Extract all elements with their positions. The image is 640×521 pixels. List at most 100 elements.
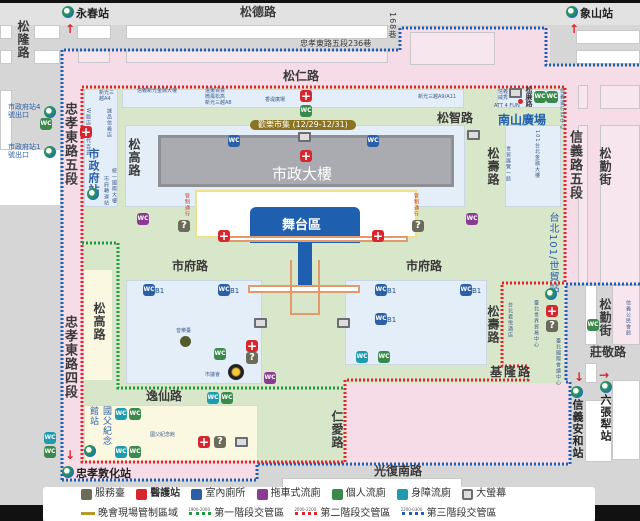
road-songgao: 松高路 (92, 302, 106, 341)
floor-label: B1 (230, 287, 240, 295)
medical-icon[interactable] (546, 305, 558, 317)
floor-label: B1 (387, 316, 397, 324)
personal-wc-icon[interactable] (300, 105, 312, 117)
trailer-wc-icon[interactable] (466, 213, 478, 225)
road-shifu: 市府路 (406, 259, 443, 273)
service-desk-icon[interactable] (546, 320, 558, 332)
road-songshou: 松壽路 (486, 147, 500, 186)
phase2-zone (345, 380, 570, 465)
personal-wc-icon[interactable] (221, 392, 233, 404)
place-era: 時代百貨 (85, 132, 91, 156)
road-zhuangjing: 莊敬路 (590, 345, 627, 359)
medical-icon[interactable] (372, 230, 384, 242)
personal-wc-icon[interactable] (546, 91, 558, 103)
indoor-wc-icon[interactable] (460, 284, 472, 296)
service-desk-icon[interactable] (412, 220, 424, 232)
personal-wc-icon[interactable] (378, 351, 390, 363)
block (34, 25, 60, 39)
accessible-wc-icon[interactable] (356, 351, 368, 363)
service-desk-icon[interactable] (246, 352, 258, 364)
stage-runway (298, 240, 312, 290)
indoor-wc-icon[interactable] (375, 313, 387, 325)
place-vieshow: 信義威秀 (498, 89, 509, 101)
service-desk-icon[interactable] (178, 220, 190, 232)
medical-icon[interactable] (300, 90, 312, 102)
block (585, 400, 612, 462)
metro-icon (600, 381, 612, 393)
block (585, 363, 597, 383)
station-liuzhangli[interactable]: 六張犁站 (599, 394, 612, 442)
indoor-wc-icon[interactable] (375, 284, 387, 296)
big-screen-icon (254, 318, 267, 328)
accessible-wc-icon[interactable] (207, 392, 219, 404)
road-shifu: 市府路 (172, 259, 209, 273)
station-sun-yat-sen[interactable]: 國父紀念館站 (88, 406, 111, 446)
metro-icon (44, 146, 56, 158)
station-xinyi-anhe[interactable]: 信義安和站 (571, 399, 584, 459)
road-songqin: 松勤街 (598, 147, 612, 186)
block (410, 32, 495, 65)
big-screen-icon (337, 318, 350, 328)
controlled-passage: 管制通行 (184, 193, 190, 217)
place-city-hall-building: 市政大樓 (272, 165, 333, 183)
medical-icon[interactable] (80, 126, 92, 138)
indoor-wc-icon[interactable] (367, 135, 379, 147)
station-taipei101[interactable]: 台北101/世貿站 (547, 212, 558, 294)
station-zhongxiao-dunhua[interactable]: 忠孝敦化站 (76, 467, 131, 480)
shopping-block (122, 89, 464, 108)
bottom-edge (595, 505, 640, 521)
songgao-block (84, 270, 112, 380)
personal-wc-icon[interactable] (40, 118, 52, 130)
station-city-hall[interactable]: 市政府站 (87, 148, 100, 196)
place-ticc: 臺北國際會議中心 (555, 338, 561, 386)
trailer-wc-icon[interactable] (137, 213, 149, 225)
station-city-hall-4[interactable]: 市政府站4號出口 (8, 103, 41, 119)
personal-wc-icon[interactable] (587, 319, 599, 331)
exit-arrow-icon: ↑ (65, 22, 76, 36)
big-screen-icon (467, 130, 480, 140)
road-songshou: 松壽路 (486, 305, 500, 344)
station-yongchun[interactable]: 永春站 (76, 7, 109, 20)
place-civic-hall: 信義公民會館 (625, 300, 631, 336)
trailer-wc-icon[interactable] (264, 372, 276, 384)
accessible-wc-icon[interactable] (115, 446, 127, 458)
phase2-boundary (80, 85, 567, 464)
legend-personal-wc: 個人流廁 (331, 488, 386, 500)
block (126, 25, 388, 39)
medical-icon[interactable] (218, 230, 230, 242)
medical-icon[interactable] (246, 340, 258, 352)
personal-wc-icon[interactable] (44, 446, 56, 458)
place-shin-kong-financial: 信義新光金融大樓 (137, 88, 178, 94)
block (0, 150, 60, 205)
road-songgao: 松高路 (127, 138, 141, 177)
indoor-wc-icon[interactable] (218, 284, 230, 296)
personal-wc-icon[interactable] (214, 348, 226, 360)
fireworks-icon (228, 364, 244, 380)
metro-icon (566, 6, 578, 18)
medical-icon[interactable] (198, 436, 210, 448)
indoor-wc-icon[interactable] (228, 135, 240, 147)
music-stage-icon (180, 336, 191, 347)
personal-wc-icon[interactable] (534, 91, 546, 103)
place-skm-a8: 遠東百貨 微風松高 新光三越A8 (205, 88, 232, 106)
road-yixian: 逸仙路 (146, 389, 183, 403)
block (0, 50, 12, 64)
service-desk-icon[interactable] (214, 436, 226, 448)
station-xiangshan[interactable]: 象山站 (580, 7, 613, 20)
legend-control-area: 晚會現場管制區域 (81, 508, 178, 520)
accessible-wc-icon[interactable] (115, 408, 127, 420)
marker-icon (518, 99, 523, 104)
personal-wc-icon[interactable] (129, 408, 141, 420)
big-screen-icon (235, 437, 248, 447)
road-zhongxiao5: 忠孝東路五段 (62, 102, 77, 186)
indoor-wc-icon[interactable] (143, 284, 155, 296)
personal-wc-icon[interactable] (129, 446, 141, 458)
medical-icon[interactable] (300, 150, 312, 162)
place-wtc1: 世貿展覽一館 (505, 146, 511, 182)
road-guangfu-s: 光復南路 (374, 464, 423, 478)
place-att4fun: ATT 4 FUN (494, 103, 520, 109)
station-city-hall-1[interactable]: 市政府站1號出口 (8, 143, 41, 159)
accessible-wc-icon[interactable] (44, 432, 56, 444)
legend-accessible-wc: 身障流廁 (396, 488, 451, 500)
metro-icon (87, 188, 99, 200)
